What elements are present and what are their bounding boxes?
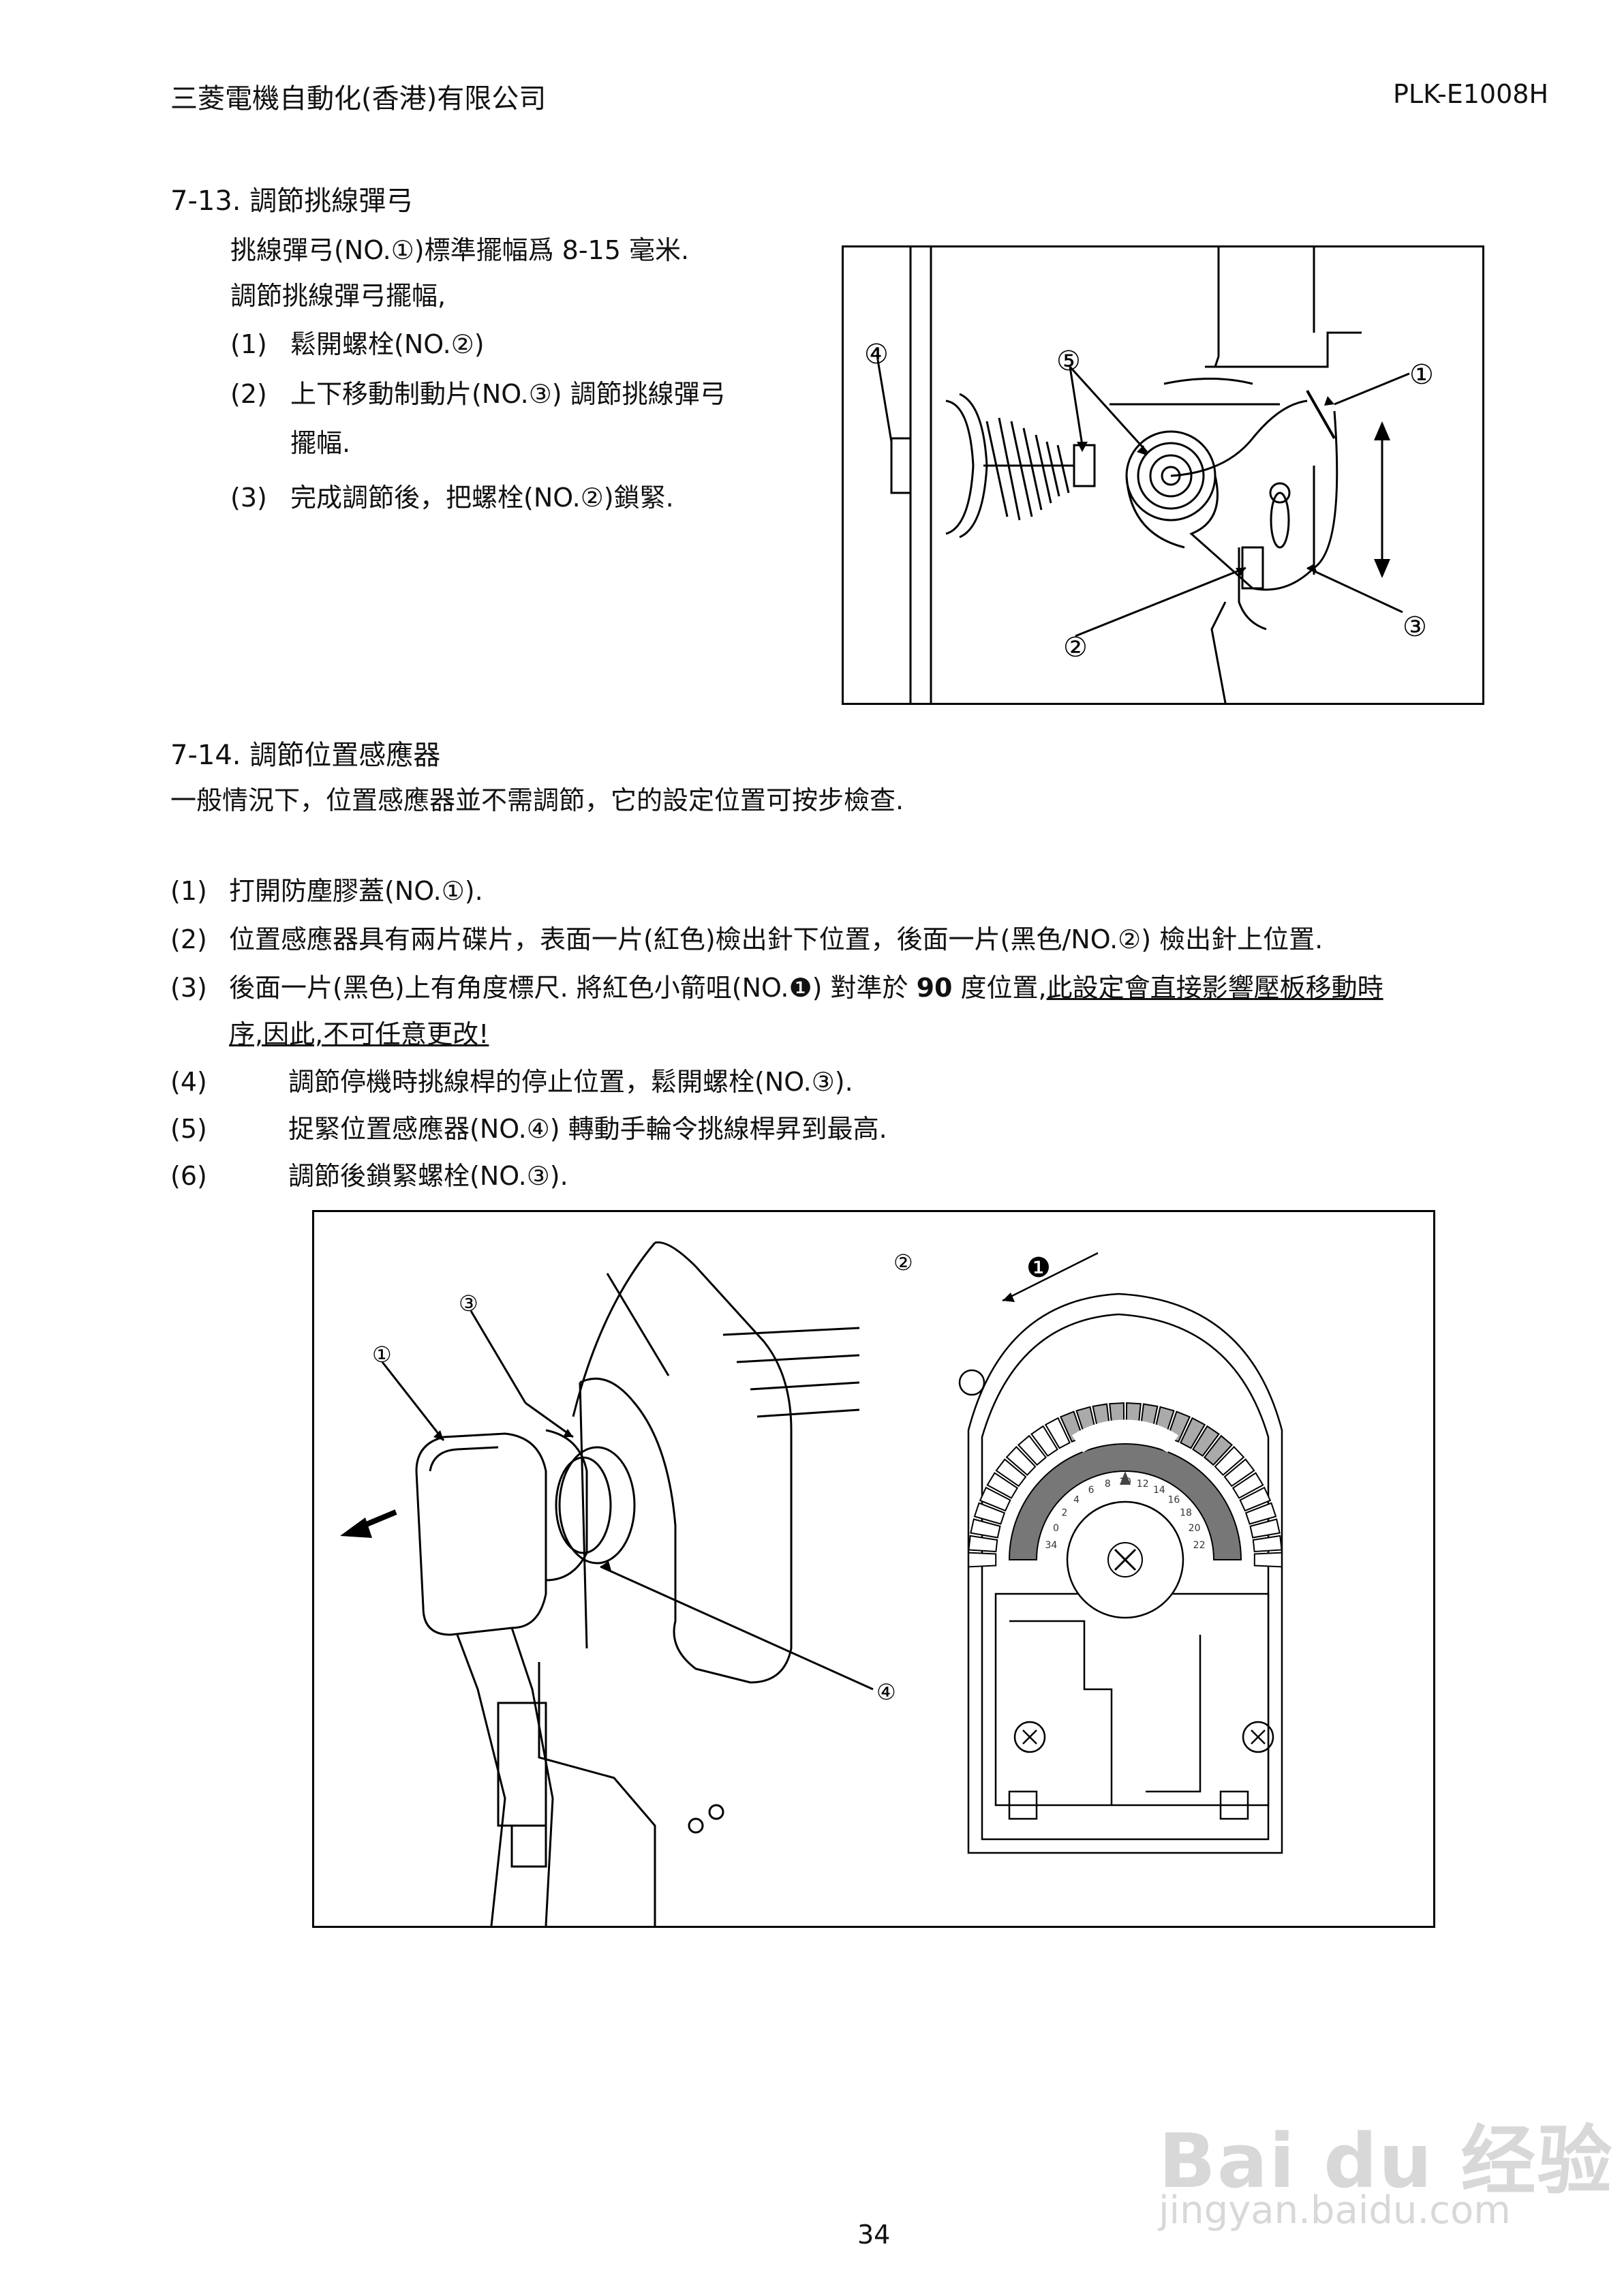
scale-label: 14	[1153, 1485, 1165, 1496]
step-number: (4)	[170, 1067, 207, 1097]
position-sensor-drawing: 340246810121416182022 ① ③ ④ ② ❶	[340, 1241, 1283, 1927]
disc-tooth	[1253, 1552, 1283, 1568]
scale-label: 8	[1105, 1479, 1111, 1490]
disc-tooth	[1017, 1434, 1047, 1466]
disc-tooth	[1214, 1446, 1245, 1477]
disc-tooth	[1044, 1417, 1071, 1449]
step-number: (3)	[230, 483, 267, 513]
figure-position-sensor: 340246810121416182022 ① ③ ④ ② ❶	[312, 1210, 1435, 1928]
disc-tooth	[1180, 1417, 1206, 1449]
section-1-step-3: (3) 完成調節後，把螺栓(NO.②)鎖緊.	[230, 483, 674, 513]
scale-label: 12	[1137, 1479, 1149, 1490]
disc-tooth	[1203, 1434, 1234, 1466]
scale-label: 34	[1045, 1540, 1057, 1551]
disc-tooth	[1223, 1458, 1255, 1487]
step-number: (6)	[170, 1161, 207, 1191]
scale-label: 20	[1189, 1523, 1201, 1534]
warning-text: 此設定會直接影響壓板移動時	[1046, 973, 1383, 1003]
step-number: (1)	[230, 329, 267, 359]
disc-tooth	[1249, 1518, 1281, 1539]
step-text: 捉緊位置感應器(NO.④) 轉動手輪令挑線桿昇到最高.	[288, 1114, 887, 1144]
label-3: ③	[459, 1290, 478, 1316]
label-1: ①	[372, 1342, 392, 1368]
step-number: (3)	[170, 973, 207, 1003]
section-2-intro: 一般情況下，位置感應器並不需調節，它的設定位置可按步檢查.	[170, 785, 904, 815]
disc-tooth	[1239, 1486, 1272, 1512]
page-number: 34	[857, 2220, 891, 2250]
scale-label: 16	[1167, 1494, 1180, 1505]
label-5: ⑤	[1056, 346, 1081, 377]
sensor-disc-teeth	[968, 1402, 1283, 1568]
scale-label: 2	[1062, 1507, 1068, 1518]
label-1: ①	[1409, 359, 1434, 391]
section-1-step-2-continued: 擺幅.	[290, 428, 351, 458]
step-text: 調節後鎖緊螺栓(NO.③).	[288, 1161, 568, 1191]
disc-tooth	[1192, 1425, 1220, 1457]
step-text: 完成調節後，把螺栓(NO.②)鎖緊.	[290, 483, 674, 513]
disc-tooth	[968, 1535, 998, 1553]
section-2-step-6: (6) 調節後鎖緊螺栓(NO.③).	[170, 1161, 568, 1191]
section-2-step-1: (1) 打開防塵膠蓋(NO.①).	[170, 876, 483, 906]
step-number: (5)	[170, 1114, 207, 1144]
label-filled-1: ❶	[1026, 1252, 1051, 1284]
section-heading-7-14: 7-14. 調節位置感應器	[170, 740, 441, 771]
section-1-intro-line-1: 挑線彈弓(NO.①)標準擺幅爲 8-15 毫米.	[230, 235, 690, 265]
step-text: 位置感應器具有兩片碟片，表面一片(紅色)檢出針下位置，後面一片(黑色/NO.②)…	[229, 924, 1323, 954]
section-1-step-1: (1) 鬆開螺栓(NO.②)	[230, 329, 485, 359]
section-heading-7-13: 7-13. 調節挑線彈弓	[170, 185, 414, 217]
take-up-spring-drawing: ④ ⑤ ① ② ③	[864, 247, 1434, 704]
label-4: ④	[864, 339, 889, 370]
scale-label: 6	[1088, 1485, 1095, 1496]
disc-tooth	[1030, 1425, 1058, 1457]
label-2: ②	[893, 1250, 913, 1275]
label-4: ④	[876, 1679, 896, 1705]
disc-tooth	[968, 1552, 997, 1568]
scale-label: 18	[1180, 1507, 1192, 1518]
step-number: (1)	[170, 876, 207, 906]
section-2-step-4: (4) 調節停機時挑線桿的停止位置，鬆開螺栓(NO.③).	[170, 1067, 853, 1097]
step-text: 度位置,	[952, 973, 1047, 1003]
document-code: PLK-E1008H	[1393, 79, 1549, 109]
step-text: 調節停機時挑線桿的停止位置，鬆開螺栓(NO.③).	[288, 1067, 853, 1097]
figure-take-up-spring: ④ ⑤ ① ② ③	[842, 245, 1484, 705]
disc-tooth	[1244, 1502, 1277, 1525]
step-text: 後面一片(黑色)上有角度標尺. 將紅色小箭咀(NO.❶) 對準於	[229, 973, 917, 1003]
disc-tooth	[970, 1518, 1001, 1539]
disc-tooth	[979, 1486, 1011, 1512]
label-2: ②	[1063, 632, 1088, 663]
section-1-step-2: (2) 上下移動制動片(NO.③) 調節挑線彈弓	[230, 379, 726, 409]
step-text: 鬆開螺栓(NO.②)	[290, 329, 485, 359]
label-3: ③	[1403, 611, 1427, 643]
disc-tooth	[1005, 1446, 1037, 1477]
section-2-step-3: (3) 後面一片(黑色)上有角度標尺. 將紅色小箭咀(NO.❶) 對準於 90 …	[170, 973, 1383, 1003]
scale-label: 0	[1053, 1523, 1059, 1534]
step-text: 上下移動制動片(NO.③) 調節挑線彈弓	[290, 379, 726, 409]
section-2-step-3-warning: 序,因此,不可任意更改!	[229, 1019, 489, 1049]
watermark-url: jingyan.baidu.com	[1159, 2188, 1511, 2233]
step-number: (2)	[230, 379, 267, 409]
disc-tooth	[1231, 1472, 1264, 1499]
watermark-brand: Bai du 经验	[1159, 2117, 1614, 2205]
disc-tooth	[995, 1458, 1027, 1487]
scale-label: 4	[1073, 1494, 1080, 1505]
disc-tooth	[1252, 1535, 1283, 1553]
section-1-intro-line-2: 調節挑線彈弓擺幅,	[230, 281, 446, 311]
disc-tooth	[986, 1472, 1019, 1499]
section-2-step-2: (2) 位置感應器具有兩片碟片，表面一片(紅色)檢出針下位置，後面一片(黑色/N…	[170, 924, 1323, 954]
step-number: (2)	[170, 924, 207, 954]
disc-tooth	[973, 1502, 1006, 1525]
scale-label: 22	[1193, 1540, 1206, 1551]
angle-value: 90	[916, 973, 953, 1003]
section-2-step-5: (5) 捉緊位置感應器(NO.④) 轉動手輪令挑線桿昇到最高.	[170, 1114, 887, 1144]
company-name: 三菱電機自動化(香港)有限公司	[170, 83, 547, 115]
step-text: 打開防塵膠蓋(NO.①).	[229, 876, 483, 906]
